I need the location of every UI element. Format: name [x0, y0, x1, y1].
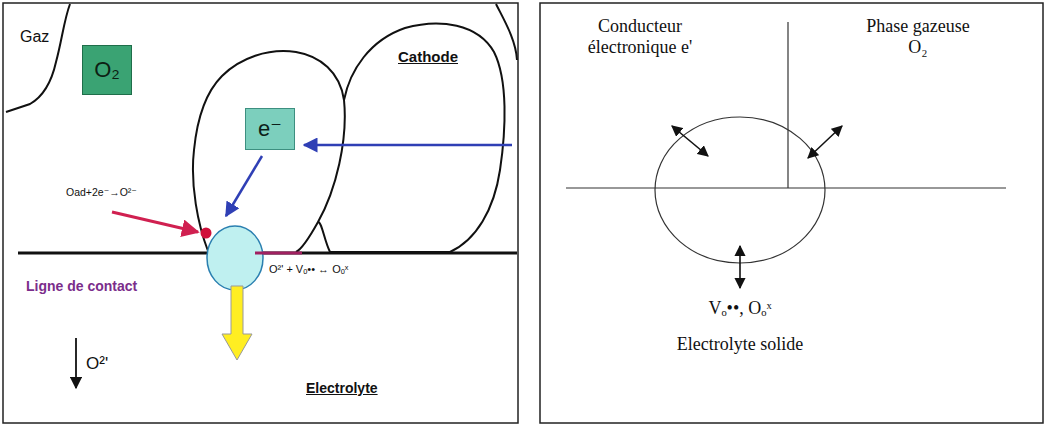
- electron-arrow: [226, 156, 262, 216]
- oxygen-arrow: [112, 212, 198, 232]
- phase-label: Electrolyte solide: [630, 334, 850, 355]
- ion-label: O²': [86, 354, 108, 374]
- species-text: e⁻: [258, 116, 282, 142]
- reaction-equation: Oad+2e⁻→O²⁻: [66, 186, 137, 198]
- species-label: Vₒ••, Oₒˣ: [640, 298, 840, 319]
- phase-boundary: [566, 187, 1006, 188]
- gas-boundary: [6, 4, 70, 112]
- species-text: O₂: [94, 57, 120, 83]
- reaction-equation: O²' + Vₒ•• ↔ Oₒˣ: [269, 263, 348, 276]
- electrolyte-surface: [18, 252, 517, 255]
- ion-arrow: [75, 338, 77, 388]
- exchange-arrow: [672, 126, 708, 156]
- exchange-arrow: [808, 126, 842, 158]
- triple-point-circle: [655, 117, 825, 263]
- species-box: e⁻: [245, 108, 295, 150]
- cathode-grain: [193, 51, 345, 252]
- cathode-grain: [496, 4, 517, 60]
- reaction-zone: [207, 226, 263, 290]
- adsorption-point: [201, 228, 212, 239]
- ion-flow-arrow: [222, 286, 252, 360]
- electron-arrow: [304, 144, 512, 147]
- region-label: Gaz: [20, 28, 49, 46]
- cathode-grain: [318, 23, 505, 252]
- panel-frame: [540, 3, 1043, 423]
- contact-line: [255, 252, 302, 255]
- phase-label: Phase gazeuse O₂: [858, 16, 978, 57]
- region-label: Ligne de contact: [26, 278, 137, 294]
- region-label: Electrolyte: [306, 380, 378, 396]
- exchange-arrow: [739, 246, 741, 288]
- panel-frame: [3, 3, 518, 423]
- region-label: Cathode: [398, 48, 458, 65]
- species-box: O₂: [82, 45, 132, 95]
- phase-label: Conducteur électronique e': [565, 16, 715, 57]
- phase-boundary: [787, 22, 788, 188]
